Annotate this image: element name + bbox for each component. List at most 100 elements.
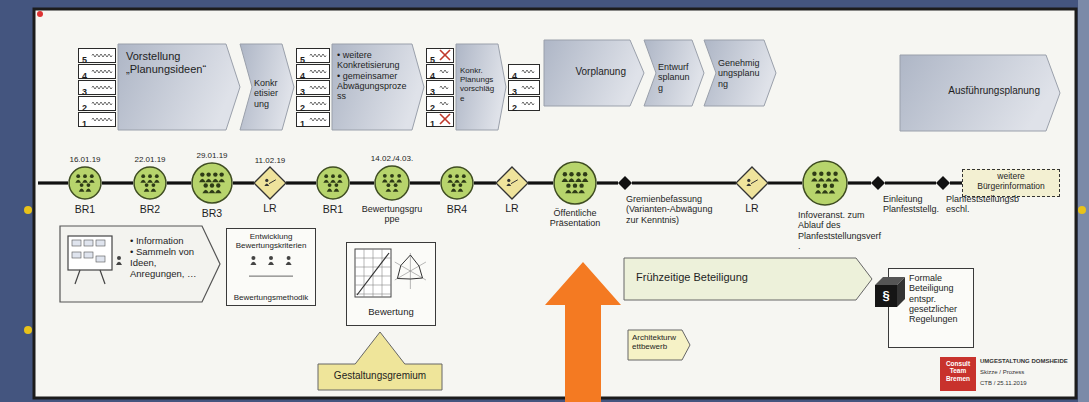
- node-label: 14.02./4.03.: [371, 154, 413, 163]
- node-shape: [553, 161, 597, 205]
- node-label: Vorplanung: [550, 66, 626, 78]
- node-label: Bewertungsgruppe: [360, 204, 424, 225]
- node-label: BR2: [140, 203, 160, 215]
- timeline-segment: [286, 181, 316, 184]
- node-label: Ausführungsplanung: [920, 85, 1040, 97]
- node-label: 22.01.19: [134, 155, 165, 164]
- timeline-segment: [233, 181, 254, 184]
- node-shape: [68, 166, 102, 200]
- steering-diamond: LR: [496, 167, 528, 199]
- option-box: 2: [508, 96, 540, 111]
- timeline-segment: [950, 181, 962, 184]
- option-box: 3: [426, 80, 454, 95]
- logo-box: Consult Team Bremen: [940, 357, 976, 391]
- option-box: 4: [426, 64, 454, 79]
- node-label: 3: [300, 86, 305, 98]
- node-shape: [496, 167, 528, 199]
- node-label: 1: [430, 118, 435, 130]
- node-shape: [736, 167, 768, 199]
- option-box: 5: [78, 48, 116, 63]
- node-shape: [254, 167, 286, 199]
- phase-arrow: Frühzeitige Beteiligung: [624, 258, 872, 300]
- timeline-segment: [167, 181, 191, 184]
- option-box: 5: [426, 48, 454, 63]
- meeting-circle: BR4: [440, 166, 474, 200]
- timeline-segment: [768, 181, 802, 184]
- node-label: Konkr. Planungsvorschläge: [460, 66, 496, 103]
- node-label: 4: [82, 70, 87, 82]
- meeting-circle: 14.02./4.03.Bewertungsgruppe: [374, 165, 410, 201]
- node-shape: [802, 160, 848, 206]
- node-shape: [936, 176, 950, 190]
- meeting-circle: Infoveranst. zum Ablauf des Planfeststel…: [802, 160, 848, 206]
- meeting-circle: Öffentliche Präsentation: [553, 161, 597, 205]
- node-label: BR3: [202, 207, 222, 219]
- milestone-diamond: Einleitung Planfeststellg.: [871, 176, 885, 190]
- node-label: Planfeststellungsbeschl.: [946, 194, 1022, 215]
- node-label: 2: [300, 102, 305, 114]
- option-box: 1: [296, 112, 330, 127]
- option-box: 4: [508, 64, 540, 79]
- node-label: BR1: [323, 203, 343, 215]
- meeting-circle: 22.01.19BR2: [133, 166, 167, 200]
- phase-arrow: Konkr. Planungsvorschläge: [456, 44, 506, 130]
- timeline-segment: [848, 181, 871, 184]
- node-label: 3: [430, 86, 435, 98]
- option-box: 3: [296, 80, 330, 95]
- node-label: • weitere Konkretisierung: [337, 50, 410, 71]
- node-label: • Sammeln von Ideen, Anregungen, …: [130, 247, 198, 280]
- node-label: Gremienbefassung (Varianten-Abwägung zur…: [626, 194, 724, 225]
- meeting-circle: 16.01.19BR1: [68, 166, 102, 200]
- node-label: Öffentliche Präsentation: [538, 208, 612, 229]
- node-label: 1: [82, 118, 87, 130]
- node-shape: [618, 176, 632, 190]
- node-shape: [316, 166, 350, 200]
- timeline-segment: [597, 181, 618, 184]
- process-box: Bewertung: [346, 242, 436, 326]
- timeline-segment: [410, 181, 440, 184]
- node-label: Vorstellung „Planungsideen“: [126, 50, 220, 75]
- node-label: 1: [300, 118, 305, 130]
- node-label: Consult Team Bremen: [942, 360, 974, 382]
- option-box: 3: [78, 80, 116, 95]
- node-label: 2: [82, 102, 87, 114]
- node-label: 3: [512, 86, 517, 98]
- option-box: 2: [296, 96, 330, 111]
- meeting-circle: 29.01.19BR3: [191, 162, 233, 204]
- node-label: BR4: [447, 203, 467, 215]
- node-label: Entwicklung Bewertungskriterien: [230, 232, 312, 250]
- node-label: 2: [512, 102, 517, 114]
- milestone-diamond: Gremienbefassung (Varianten-Abwägung zur…: [618, 176, 632, 190]
- option-box: 1: [78, 112, 116, 127]
- timeline-segment: [350, 181, 374, 184]
- node-label: LR: [263, 202, 276, 214]
- node-label: 4: [300, 70, 305, 82]
- milestone-diamond: Planfeststellungsbeschl.: [936, 176, 950, 190]
- node-label: 4: [512, 70, 517, 82]
- node-label: Formale Beteiligung entspr. gesetzlicher…: [909, 273, 969, 325]
- phase-arrow: Genehmigungsplanung: [704, 40, 776, 106]
- option-box: 3: [508, 80, 540, 95]
- node-shape: [871, 176, 885, 190]
- committee-arrow: Gestaltungsgremium: [318, 330, 442, 390]
- node-label: LR: [505, 202, 518, 214]
- option-box: 4: [78, 64, 116, 79]
- node-label: 4: [430, 70, 435, 82]
- node-label: weitere Bürgerinformation: [967, 172, 1055, 192]
- node-label: 16.01.19: [69, 155, 100, 164]
- node-label: 11.02.19: [255, 156, 286, 165]
- phase-arrow: Vorplanung: [544, 40, 644, 106]
- option-box: 2: [78, 96, 116, 111]
- option-box: 1: [426, 112, 454, 127]
- node-label: 2: [430, 102, 435, 114]
- node-label: Gestaltungsgremium: [322, 370, 438, 382]
- node-label: Bewertung: [351, 307, 431, 318]
- footer-label: CTB / 25.11.2019: [980, 380, 1027, 387]
- footer-label: UMGESTALTUNG DOMSHEIDE: [980, 358, 1068, 365]
- node-label: 5: [82, 54, 87, 66]
- option-box: 5: [296, 48, 330, 63]
- node-label: §: [875, 285, 897, 307]
- node-label: BR1: [75, 203, 95, 215]
- timeline-segment: [885, 181, 936, 184]
- phase-arrow: Vorstellung „Planungsideen“: [118, 44, 240, 130]
